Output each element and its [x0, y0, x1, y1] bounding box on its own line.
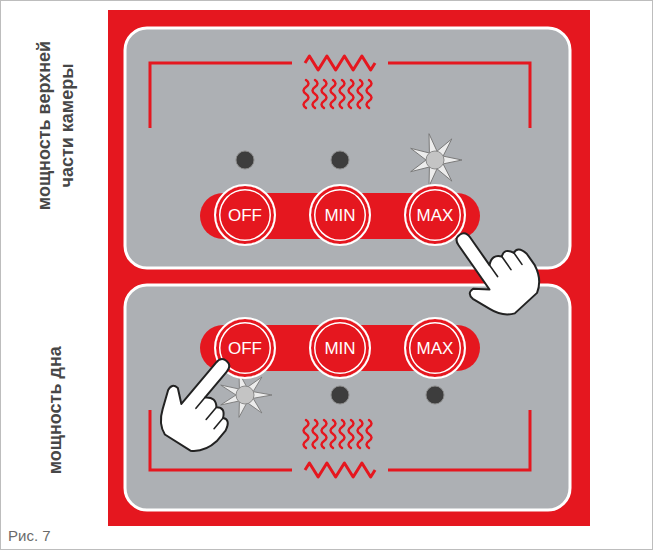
resistor-symbol [305, 56, 375, 70]
control-panel: мощность верхней части камерыOFFMINMAX [125, 28, 570, 268]
indicator-led-lit [236, 386, 254, 404]
power-button: OFF [214, 317, 276, 379]
power-button: MIN [309, 317, 371, 379]
button-label: MAX [417, 207, 454, 224]
light-burst [221, 373, 272, 418]
indicator-led-lit [426, 151, 444, 169]
heater-bracket [150, 63, 530, 128]
panel-heading: мощность верхней части камеры [33, 25, 78, 225]
button-label: MIN [324, 340, 355, 357]
button-label: OFF [228, 207, 262, 224]
grey-panel [125, 285, 570, 510]
pointing-hand [438, 209, 551, 328]
power-button: MAX [404, 184, 466, 246]
power-button: OFF [214, 184, 276, 246]
indicator-led [426, 386, 444, 404]
indicator-led [236, 151, 254, 169]
button-label: MAX [417, 340, 454, 357]
heat-waves [304, 420, 372, 448]
button-label: OFF [228, 340, 262, 357]
grey-panel [125, 28, 570, 268]
control-panel: мощность днаOFFMINMAX [125, 285, 570, 510]
light-burst [411, 134, 462, 187]
panel-heading: мощность дна [44, 310, 67, 510]
indicator-led [331, 386, 349, 404]
power-button: MAX [404, 317, 466, 379]
pointing-hand [145, 344, 261, 463]
red-panel [108, 10, 590, 526]
button-label: MIN [324, 207, 355, 224]
power-button: MIN [309, 184, 371, 246]
indicator-led [331, 151, 349, 169]
heater-bracket [150, 410, 530, 470]
figure-caption: Рис. 7 [8, 527, 51, 545]
resistor-symbol [305, 463, 375, 477]
heat-waves [304, 80, 372, 108]
